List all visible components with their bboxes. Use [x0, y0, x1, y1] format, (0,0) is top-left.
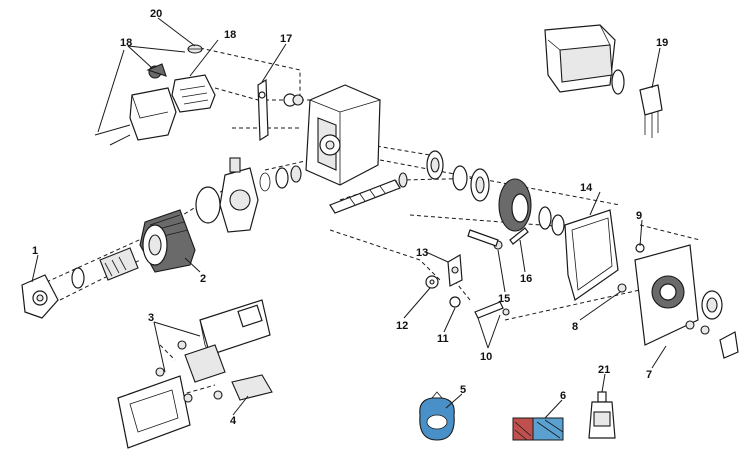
callout-11: 11 — [437, 333, 449, 345]
callout-20: 20 — [150, 8, 162, 20]
end-plate — [617, 243, 739, 359]
part-19-limit-switch — [639, 84, 663, 138]
callout-12: 12 — [396, 320, 408, 332]
part-6-pad — [512, 417, 564, 441]
part-17-lever — [257, 78, 304, 142]
gear-stack — [426, 150, 565, 236]
part-1-end-cap — [21, 274, 59, 319]
upper-right-motor — [544, 24, 625, 95]
part-14-gasket — [564, 209, 619, 301]
callout-4: 4 — [230, 415, 237, 427]
callout-18-left: 18 — [120, 37, 132, 49]
callout-10: 10 — [480, 351, 492, 363]
callout-13: 13 — [416, 247, 428, 259]
part-21-bottle — [588, 391, 616, 439]
part-20-clip — [187, 44, 203, 54]
armature — [71, 247, 139, 289]
callout-3: 3 — [148, 312, 154, 324]
part-5-bag — [419, 391, 455, 441]
part-4-label — [231, 374, 273, 401]
callout-labels: 20 18 18 17 19 14 9 1 2 13 15 16 3 12 8 … — [32, 8, 668, 427]
leader-lines — [31, 17, 667, 419]
small-hardware — [425, 227, 529, 319]
callout-2: 2 — [200, 273, 206, 285]
part-3-controller — [117, 299, 271, 449]
callout-19: 19 — [656, 37, 668, 49]
callout-18-right: 18 — [224, 29, 236, 41]
callout-5: 5 — [460, 384, 466, 396]
callout-8: 8 — [572, 321, 578, 333]
motor-end-bell — [195, 157, 302, 233]
callout-7: 7 — [646, 369, 652, 381]
gear-housing — [305, 84, 381, 186]
callout-1: 1 — [32, 245, 38, 257]
callout-9: 9 — [636, 210, 642, 222]
part-2-motor — [139, 209, 196, 273]
callout-21: 21 — [598, 364, 610, 376]
callout-6: 6 — [560, 390, 566, 402]
part-18-terminal-block — [171, 74, 216, 113]
callout-14: 14 — [580, 182, 593, 194]
part-18-cover — [94, 63, 177, 146]
callout-17: 17 — [280, 33, 292, 45]
callout-16: 16 — [520, 273, 532, 285]
callout-15: 15 — [498, 293, 510, 305]
worm-shaft — [329, 172, 408, 214]
